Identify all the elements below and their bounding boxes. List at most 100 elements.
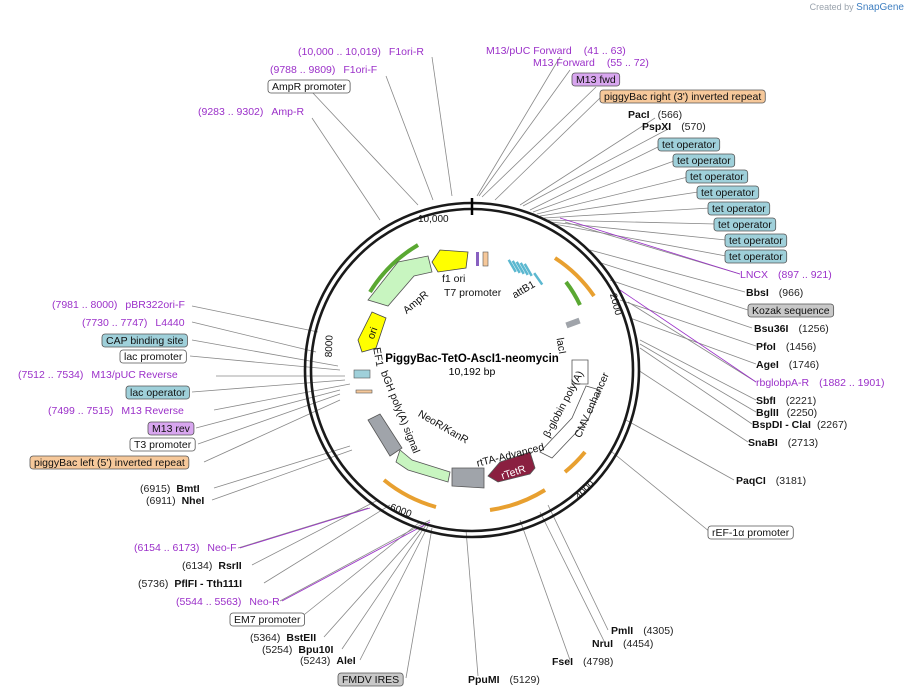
feature-box-label: tet operator: [677, 155, 731, 167]
feature-box-tet1: tet operator: [657, 137, 721, 152]
feature-box-label: lac operator: [130, 387, 186, 399]
enzyme-ppumi: PpuMI(5129): [468, 674, 540, 686]
enzyme-nrui: NruI(4454): [592, 638, 653, 650]
feature-box-label: tet operator: [718, 219, 772, 231]
primer-amp-r: (9283 .. 9302)Amp-R: [198, 106, 304, 118]
primer-l4440: (7730 .. 7747)L4440: [82, 317, 185, 329]
feature-box-label: tet operator: [729, 235, 783, 247]
primer-f1ori-r: (10,000 .. 10,019)F1ori-R: [298, 46, 424, 58]
enzyme-fsei: FseI(4798): [552, 656, 613, 668]
feature-box-label: tet operator: [729, 251, 783, 263]
enzyme-nhei: (6911)NheI: [146, 495, 204, 507]
primer-lncx: LNCX(897 .. 921): [740, 269, 832, 281]
tetop-blocks: [507, 259, 544, 286]
enzyme-sbfi: SbfI(2221): [756, 395, 816, 407]
primer-m13puc-fwd: M13/pUC Forward(41 .. 63): [486, 45, 626, 57]
enzyme-bbsi: BbsI(966): [746, 287, 803, 299]
feature-box-bg: [119, 349, 187, 364]
feature-box-label: tet operator: [712, 203, 766, 215]
tick-10000: 10,000: [418, 214, 449, 225]
feature-box-bg: [724, 233, 788, 248]
enzyme-pflfi: (5736)PflFI - Tth111I: [138, 578, 242, 590]
label-f1ori: f1 ori: [442, 273, 465, 285]
tick-8000: 8000: [324, 334, 336, 357]
feature-box-bg: [599, 89, 766, 104]
enzyme-paqci: PaqCI(3181): [736, 475, 806, 487]
feature-box-tet4: tet operator: [696, 185, 760, 200]
enzyme-agei: AgeI(1746): [756, 359, 819, 371]
enzyme-pmli: PmlI(4305): [611, 625, 674, 637]
feature-box-label: T3 promoter: [134, 439, 192, 451]
feature-box-bg: [672, 153, 736, 168]
boxed-features: AmpR promoter M13 fwd piggyBac right (3') …: [29, 72, 835, 687]
feature-box-t3: T3 promoter: [129, 437, 196, 452]
feature-box-bg: [707, 525, 794, 540]
tick-4000: 4000: [574, 478, 598, 502]
feature-box-m13fwd: M13 fwd: [571, 72, 621, 87]
feature-box-piggyleft: piggyBac left (5') inverted repeat: [29, 455, 190, 470]
snapgene-credit: Created by SnapGene: [809, 2, 904, 13]
plasmid-size: 10,192 bp: [449, 366, 496, 378]
feature-box-bg: [571, 72, 621, 87]
leader-lines: [189, 56, 757, 679]
feature-box-label: EM7 promoter: [234, 614, 301, 626]
feature-box-label: AmpR promoter: [272, 81, 347, 93]
primer-m13puc-rev: (7512 .. 7534)M13/pUC Reverse: [18, 369, 178, 381]
enzyme-bmti: (6915)BmtI: [140, 483, 200, 495]
feature-box-label: M13 fwd: [576, 74, 616, 86]
feature-box-tet7: tet operator: [724, 233, 788, 248]
lacop-mark: [353, 369, 371, 379]
enzyme-labels: PacI(566) PspXI(570) BbsI(966) Bsu36I(12…: [138, 109, 847, 686]
feature-box-label: tet operator: [701, 187, 755, 199]
primer-leaders: [239, 217, 757, 602]
enzyme-bsteii: (5364)BstEII: [250, 632, 316, 644]
primer-neo-f: (6154 .. 6173)Neo-F: [134, 542, 237, 554]
primer-f1ori-f: (9788 .. 9809)F1ori-F: [270, 64, 377, 76]
feature-box-fmdv: FMDV IRES: [337, 672, 404, 687]
rtta-feature: [451, 467, 485, 489]
label-ef1: EF1: [370, 346, 385, 367]
primer-rbglob: rbglobpA-R(1882 .. 1901): [756, 377, 885, 389]
feature-box-label: piggyBac left (5') inverted repeat: [34, 457, 185, 469]
feature-box-kozak: Kozak sequence: [747, 303, 835, 318]
feature-box-label: piggyBac right (3') inverted repeat: [604, 91, 761, 103]
primer-labels: (10,000 .. 10,019)F1ori-R (9788 .. 9809)…: [18, 45, 885, 608]
feature-box-lacop: lac operator: [125, 385, 190, 400]
feature-box-bg: [129, 437, 196, 452]
enzyme-snabi: SnaBI(2713): [748, 437, 818, 449]
feature-box-bg: [101, 333, 188, 348]
plasmid-name: PiggyBac-TetO-AscI1-neomycin: [385, 353, 559, 365]
f1ori-feature: [431, 249, 469, 273]
ampr-feature: [367, 255, 433, 307]
primer-m13-fwd: M13 Forward(55 .. 72): [533, 57, 649, 69]
feature-box-bg: [713, 217, 777, 232]
feature-box-bg: [724, 249, 788, 264]
feature-box-bg: [685, 169, 749, 184]
label-attb1: attB1: [510, 278, 537, 301]
bgh-feature: [367, 413, 403, 457]
feature-box-label: rEF-1α promoter: [712, 527, 790, 539]
rtetr-feature: [487, 451, 536, 483]
feature-box-m13rev: M13 rev: [147, 421, 195, 436]
feature-box-em7: EM7 promoter: [229, 612, 305, 627]
primer-m13-rev: (7499 .. 7515)M13 Reverse: [48, 405, 184, 417]
enzyme-bsu36i: Bsu36I(1256): [754, 323, 829, 335]
label-ampr: AmpR: [401, 288, 431, 316]
label-neor: NeoR/KanR: [416, 408, 471, 447]
feature-box-tet3: tet operator: [685, 169, 749, 184]
enzyme-alei: (5243)AleI: [300, 655, 356, 667]
enzyme-bglii: BglII(2250): [756, 407, 817, 419]
feature-box-tet6: tet operator: [713, 217, 777, 232]
feature-box-bg: [229, 612, 305, 627]
feature-box-label: FMDV IRES: [342, 674, 399, 686]
feature-box-bg: [125, 385, 190, 400]
lacI-mark: [565, 317, 581, 329]
feature-box-bg: [696, 185, 760, 200]
feature-arcs: [368, 243, 596, 512]
cmv-feature: [539, 385, 601, 459]
feature-box-label: tet operator: [662, 139, 716, 151]
feature-box-bg: [267, 79, 351, 94]
feature-box-tet2: tet operator: [672, 153, 736, 168]
primer-pbr322: (7981 .. 8000)pBR322ori-F: [52, 299, 185, 311]
enzyme-bspdi: BspDI - ClaI(2267): [752, 419, 847, 431]
